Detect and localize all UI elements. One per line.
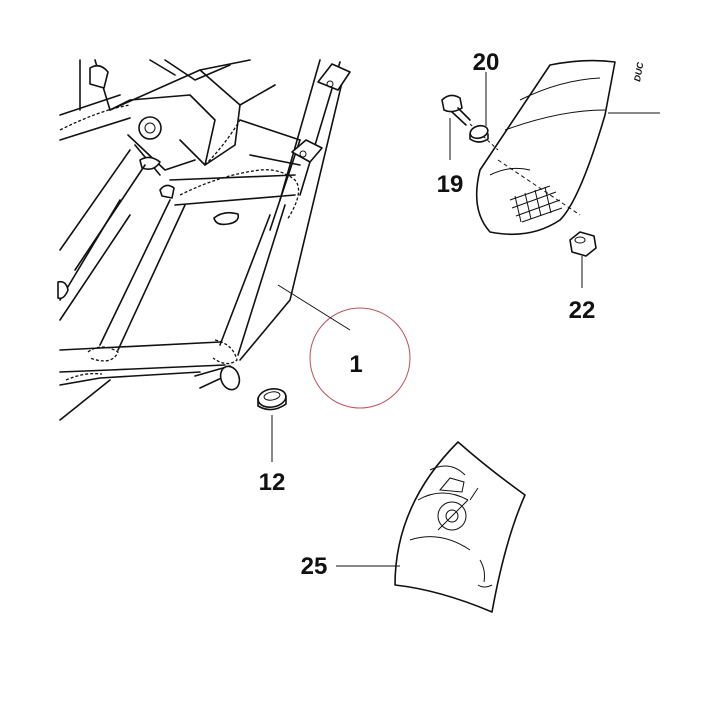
callout-1-highlight-circle [309, 307, 411, 409]
callout-1-leader [277, 284, 351, 331]
part-12-cap [257, 388, 287, 411]
callout-1-label: 1 [349, 351, 362, 378]
part-20-washer [469, 124, 489, 143]
callout-25-label: 25 [301, 553, 328, 580]
part-25-cover [394, 441, 526, 613]
callout-20-label: 20 [473, 49, 500, 76]
grip-pattern [509, 185, 563, 223]
rear-guard-part: DUC [475, 59, 645, 236]
brand-logo-fragment: DUC [632, 61, 645, 82]
callout-22-label: 22 [569, 297, 596, 324]
part-22-nut [569, 231, 597, 257]
frame-assembly [57, 59, 351, 421]
callout-19-label: 19 [437, 171, 464, 198]
callout-12-label: 12 [259, 469, 286, 496]
part-19-screw [441, 94, 499, 151]
